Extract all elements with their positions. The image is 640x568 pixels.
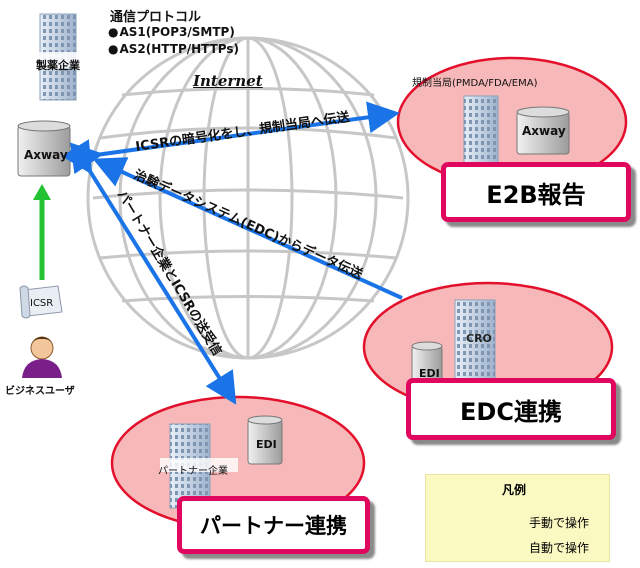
regulator-axway-label: Axway bbox=[522, 124, 566, 138]
sender-axway-server-icon bbox=[17, 120, 71, 177]
protocol-title: 通信プロトコル bbox=[110, 10, 202, 25]
legend-manual-label: 手動で操作 bbox=[529, 516, 590, 530]
partner-building-icon bbox=[160, 423, 238, 509]
icsr-label: ICSR bbox=[30, 298, 54, 309]
sender-axway-label: Axway bbox=[24, 148, 68, 162]
protocol-item-as2: AS2(HTTP/HTTPs) bbox=[108, 42, 239, 56]
business-user-label: ビジネスユーザ bbox=[5, 386, 75, 397]
legend-title: 凡例 bbox=[502, 483, 527, 497]
partner-company-label: パートナー企業 bbox=[158, 466, 228, 477]
pharma-company-label: 製薬企業 bbox=[36, 59, 80, 72]
legend-row-auto: 自動で操作 bbox=[521, 539, 589, 556]
legend-box: 凡例 手動で操作 自動で操作 bbox=[425, 474, 610, 562]
internet-label: Internet bbox=[193, 72, 263, 90]
regulator-name-label: 規制当局(PMDA/FDA/EMA) bbox=[412, 78, 538, 89]
flow-arrow-partner bbox=[61, 139, 237, 405]
cro-label: CRO bbox=[466, 332, 492, 345]
regulator-building-icon bbox=[463, 95, 499, 165]
manual-arrow bbox=[33, 184, 51, 280]
regulator-axway-server-icon bbox=[516, 106, 570, 155]
cro-edi-label: EDI bbox=[419, 367, 440, 380]
edc-link-banner: EDC連携 bbox=[406, 378, 616, 440]
pharma-building-icon bbox=[33, 13, 81, 101]
business-user-icon bbox=[22, 336, 62, 378]
e2b-report-banner: E2B報告 bbox=[441, 162, 631, 222]
partner-edi-label: EDI bbox=[256, 438, 277, 451]
cro-building-icon bbox=[454, 299, 496, 381]
partner-edi-server-icon bbox=[247, 415, 283, 465]
partner-link-banner: パートナー連携 bbox=[177, 496, 370, 554]
legend-auto-label: 自動で操作 bbox=[529, 541, 590, 555]
legend-row-manual: 手動で操作 bbox=[521, 514, 589, 531]
protocol-item-as1: AS1(POP3/SMTP) bbox=[108, 25, 234, 39]
